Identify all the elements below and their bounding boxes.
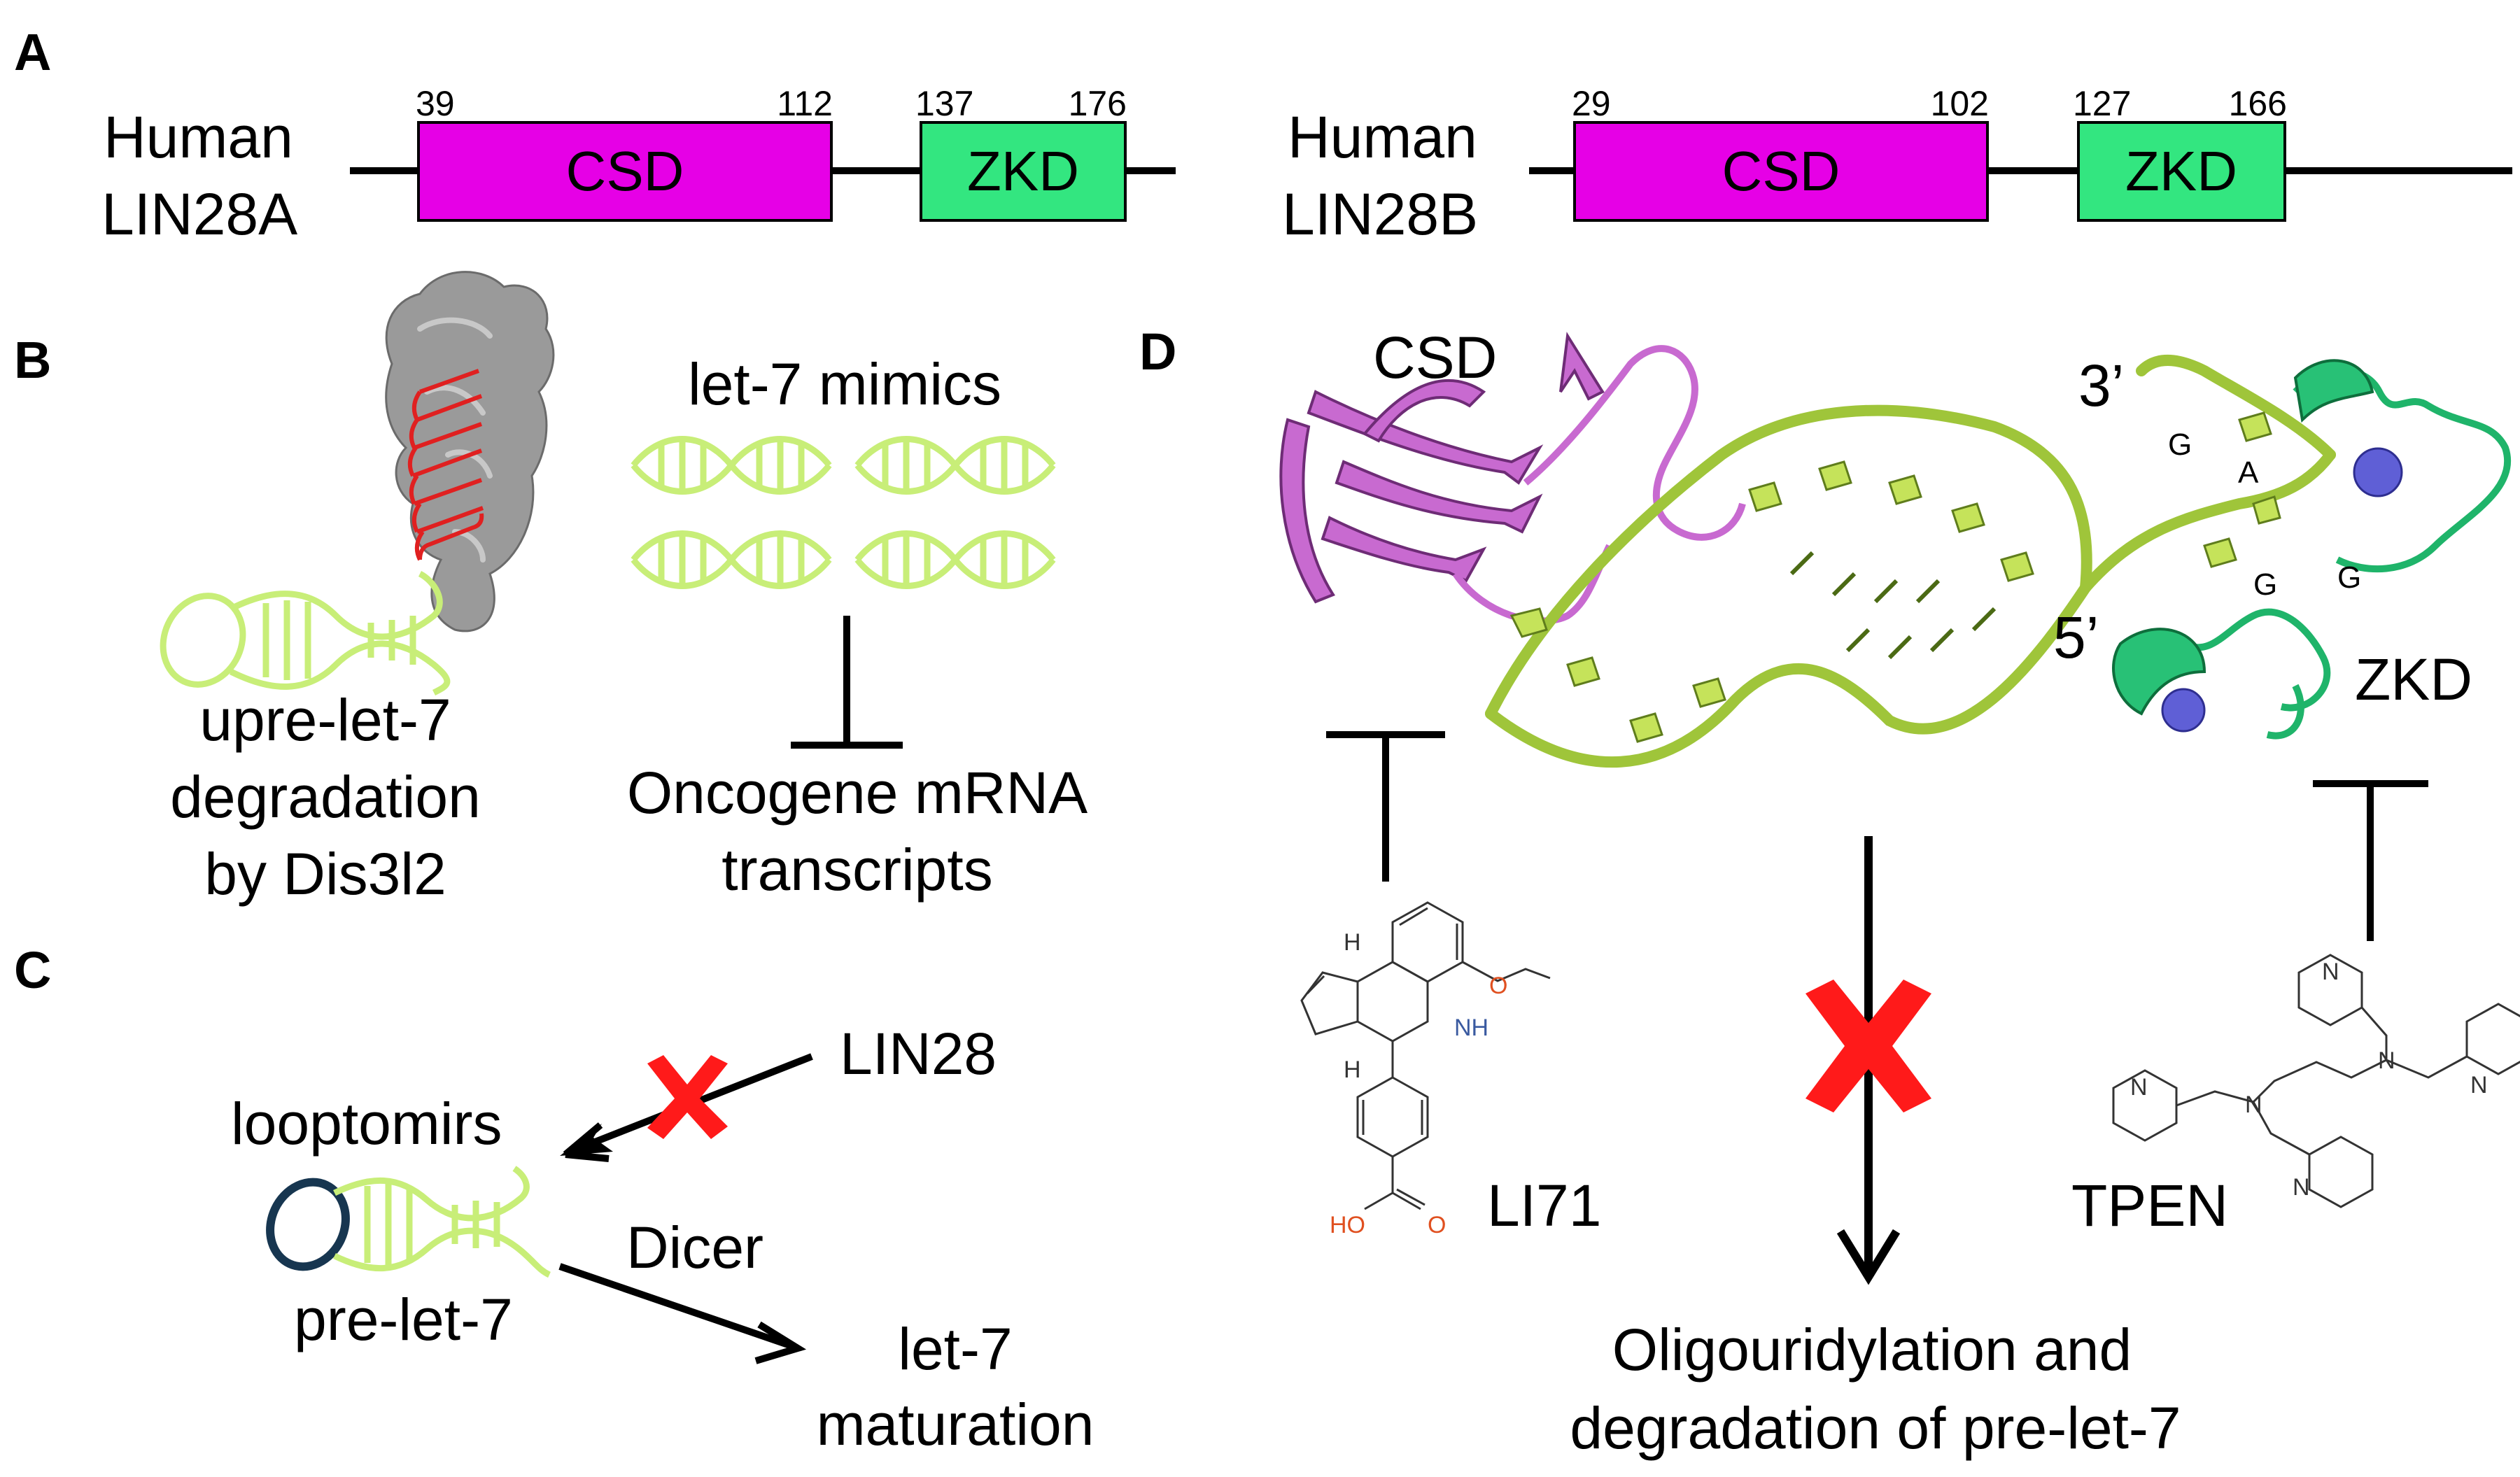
panel-label-c: C: [14, 941, 51, 999]
rna-base-stacks: [1789, 551, 1997, 660]
d-zkd-label: ZKD: [2355, 646, 2472, 712]
outcome-label-line2: degradation of pre-let-7: [1570, 1395, 2181, 1461]
outcome-label-line1: Oligouridylation and: [1612, 1317, 2132, 1383]
lin28a-name-line1: Human: [104, 104, 293, 170]
d-csd-label: CSD: [1373, 325, 1497, 390]
lin28b-name-line1: Human: [1288, 104, 1477, 170]
zinc-ion-top: [2353, 447, 2403, 497]
lin28b-zkd-box: [2077, 121, 2286, 222]
chem-h1-label: H: [1344, 929, 1361, 956]
dicer-label: Dicer: [626, 1215, 763, 1280]
tpen-inhibition-bar: [2313, 780, 2428, 941]
tpen-label: TPEN: [2071, 1173, 2228, 1238]
lin28a-name-line2: LIN28A: [101, 181, 297, 247]
lin28a-csd-start: 39: [416, 84, 455, 123]
dis3l2-caption-line1: upre-let-7: [199, 687, 451, 753]
chem-o-label: O: [1489, 973, 1507, 999]
tpen-n-3: N: [2245, 1091, 2262, 1118]
chem-ho-label: HO: [1330, 1212, 1365, 1238]
base-label-a: A: [2238, 455, 2259, 490]
lin28a-csd-label: CSD: [566, 140, 684, 202]
dicer-arrow: [558, 1263, 807, 1364]
oncogene-label-line2: transcripts: [721, 837, 992, 903]
lin28a-zkd-start: 137: [915, 84, 973, 123]
dis3l2-caption-line3: by Dis3l2: [204, 841, 446, 907]
base-label-g1: G: [2168, 427, 2192, 462]
blocked-cross-icon: [647, 1055, 728, 1139]
oncogene-label-line1: Oncogene mRNA: [627, 760, 1087, 826]
tpen-n-5: N: [2130, 1074, 2148, 1101]
uridine-tail-icon: [407, 369, 484, 561]
lin28b-zkd-end: 166: [2229, 84, 2287, 123]
pre-let7-hairpin-icon: [160, 570, 451, 696]
panel-label-d: D: [1139, 323, 1176, 381]
tpen-n-2: N: [2378, 1047, 2395, 1074]
blocked-cross-icon-d: [1805, 980, 1931, 1112]
lin28a-csd-box: [417, 121, 833, 222]
lin28a-zkd-box: [920, 121, 1127, 222]
tpen-n-4: N: [2470, 1072, 2488, 1098]
lin28-label: LIN28: [840, 1021, 997, 1087]
rna-base-plates: [1509, 411, 2281, 743]
lin28b-zkd-label: ZKD: [2125, 140, 2237, 202]
base-label-g2: G: [2253, 567, 2277, 602]
let7-mimic-duplex-icons: [631, 436, 1056, 589]
tpen-n-labels: N N N N N N: [2130, 959, 2488, 1201]
dis3l2-caption-line2: degradation: [170, 764, 481, 830]
lin28a-zkd-label: ZKD: [967, 140, 1079, 202]
dis3l2-protein-surface: [385, 271, 555, 633]
maturation-label-line1: let-7: [898, 1316, 1012, 1382]
tpen-chemical-structure: [2112, 954, 2520, 1208]
pre-let7-label: pre-let-7: [294, 1287, 513, 1352]
let7-mimics-label: let-7 mimics: [688, 351, 1001, 417]
csd-ribbon-structure: [1279, 332, 1746, 625]
lin28a-domain-map: Human LIN28A CSD ZKD 39 112 137 176: [101, 84, 1176, 247]
lin28b-csd-label: CSD: [1722, 140, 1840, 202]
lin28a-zkd-end: 176: [1069, 84, 1127, 123]
maturation-label-line2: maturation: [817, 1392, 1094, 1457]
zkd-helices: [2112, 359, 2374, 716]
chem-h2-label: H: [1344, 1056, 1361, 1083]
pre-let7-hairpin-icon-c: [266, 1166, 551, 1278]
li71-inhibition-bar: [1326, 731, 1445, 882]
tpen-n-6: N: [2293, 1174, 2310, 1201]
tpen-n-1: N: [2322, 959, 2339, 985]
base-label-g3: G: [2337, 560, 2361, 595]
chem-o2-label: O: [1428, 1212, 1446, 1238]
panel-label-a: A: [14, 23, 51, 81]
lin28b-zkd-start: 127: [2073, 84, 2131, 123]
lin28a-csd-end: 112: [777, 84, 833, 123]
lin28b-domain-map: Human LIN28B CSD ZKD 29 102 127 166: [1282, 84, 2512, 247]
lin28b-csd-start: 29: [1572, 84, 1611, 123]
mimics-inhibition-bar: [791, 616, 903, 749]
pre-let7-rna-backbone: [1485, 355, 2336, 768]
panel-label-b: B: [14, 331, 51, 389]
looptomirs-label: looptomirs: [231, 1091, 502, 1157]
lin28b-csd-box: [1573, 121, 1989, 222]
five-prime-label: 5’: [2053, 605, 2099, 670]
li71-chemical-structure: [1300, 901, 1551, 1210]
three-prime-label: 3’: [2078, 353, 2124, 418]
zinc-ion-bottom: [2161, 688, 2206, 733]
lin28b-name-line2: LIN28B: [1282, 181, 1478, 247]
lin28b-csd-end: 102: [1931, 84, 1989, 123]
chem-nh-label: NH: [1454, 1015, 1488, 1041]
li71-label: LI71: [1487, 1173, 1602, 1238]
